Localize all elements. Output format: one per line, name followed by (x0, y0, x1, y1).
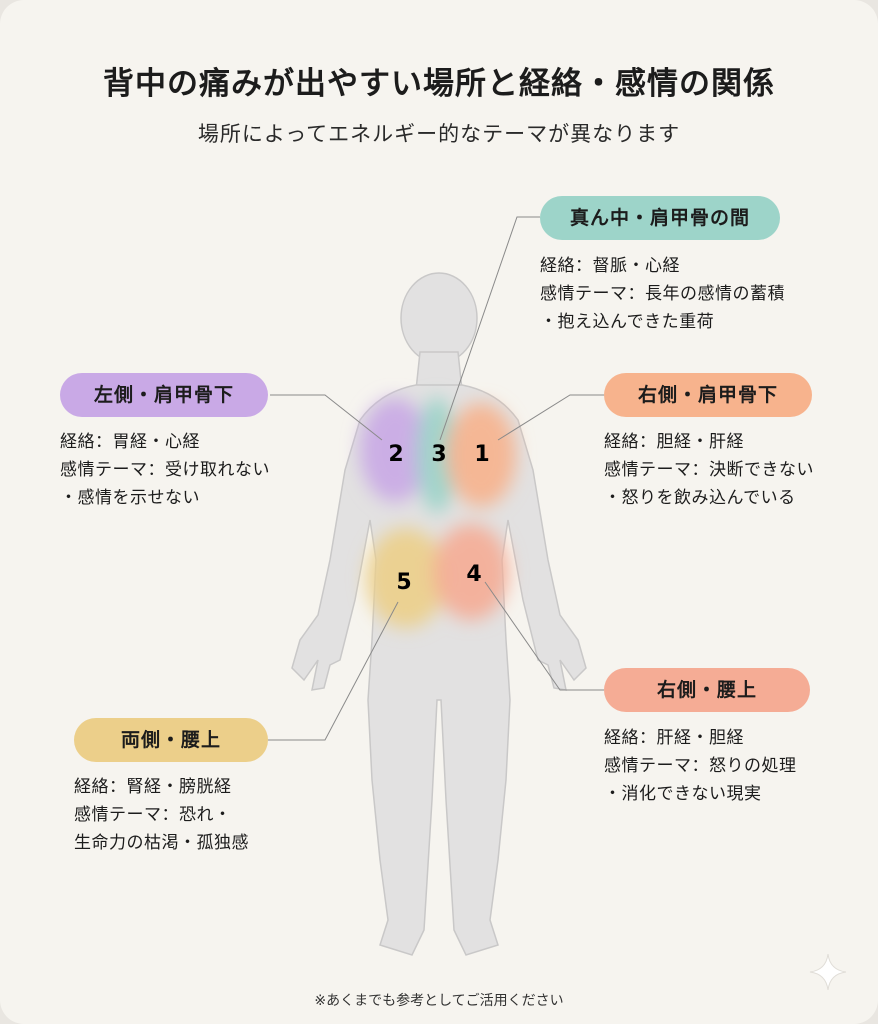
info-line: 感情テーマ：怒りの処理 (604, 756, 797, 776)
info-line: 経絡：督脈・心経 (540, 256, 680, 276)
leader-1 (497, 394, 605, 441)
page-subtitle: 場所によってエネルギー的なテーマが異なります (197, 122, 681, 146)
info-line: 生命力の枯渇・孤独感 (74, 833, 249, 853)
zone-5 (366, 528, 446, 628)
label-right-below-shoulder-blade: 右側・肩甲骨下 (604, 373, 812, 417)
leader-2 (270, 394, 383, 441)
info-line: 感情テーマ：決断できない (604, 460, 814, 480)
zone-3 (417, 397, 457, 513)
label-both-sides-lower-back: 両側・腰上 (74, 718, 268, 762)
pain-zones (360, 397, 516, 628)
page-title: 背中の痛みが出やすい場所と経絡・感情の関係 (103, 66, 775, 102)
leader-4 (484, 581, 604, 691)
body-silhouette (291, 272, 587, 956)
info-line: ・怒りを飲み込んでいる (604, 488, 796, 508)
info-center: 経絡：督脈・心経 感情テーマ：長年の感情の蓄積 ・抱え込んできた重荷 (540, 252, 785, 336)
info-line: 感情テーマ：長年の感情の蓄積 (540, 284, 785, 304)
leader-lines (268, 216, 605, 741)
leader-3 (439, 216, 540, 441)
head (400, 272, 478, 364)
label-left-below-shoulder-blade: 左側・肩甲骨下 (60, 373, 268, 417)
info-left: 経絡：胃経・心経 感情テーマ：受け取れない ・感情を示せない (60, 428, 270, 512)
info-line: ・抱え込んできた重荷 (540, 312, 715, 332)
leader-5 (268, 601, 399, 741)
info-line: ・感情を示せない (60, 488, 200, 508)
zone-number-4: 4 (466, 562, 481, 587)
zone-number-3: 3 (431, 442, 446, 467)
label-center-between-shoulder-blades: 真ん中・肩甲骨の間 (540, 196, 780, 240)
sparkle-icon (809, 953, 847, 991)
zone-number-2: 2 (388, 442, 403, 467)
info-line: 経絡：肝経・胆経 (604, 728, 744, 748)
info-line: 経絡：胆経・肝経 (604, 432, 744, 452)
zone-4 (433, 524, 509, 620)
info-right: 経絡：胆経・肝経 感情テーマ：決断できない ・怒りを飲み込んでいる (604, 428, 814, 512)
info-line: ・消化できない現実 (604, 784, 762, 804)
zone-2 (360, 398, 430, 502)
info-line: 感情テーマ：恐れ・ (74, 805, 232, 825)
zone-number-5: 5 (396, 570, 411, 595)
info-both-lower: 経絡：腎経・膀胱経 感情テーマ：恐れ・ 生命力の枯渇・孤独感 (74, 773, 249, 857)
label-right-lower-back: 右側・腰上 (604, 668, 810, 712)
info-line: 経絡：胃経・心経 (60, 432, 200, 452)
zone-1 (446, 403, 516, 507)
footer-note: ※あくまでも参考としてご活用ください (314, 993, 564, 1009)
zone-number-1: 1 (474, 442, 489, 467)
info-line: 経絡：腎経・膀胱経 (74, 777, 232, 797)
info-line: 感情テーマ：受け取れない (60, 460, 270, 480)
info-right-lower: 経絡：肝経・胆経 感情テーマ：怒りの処理 ・消化できない現実 (604, 724, 797, 808)
